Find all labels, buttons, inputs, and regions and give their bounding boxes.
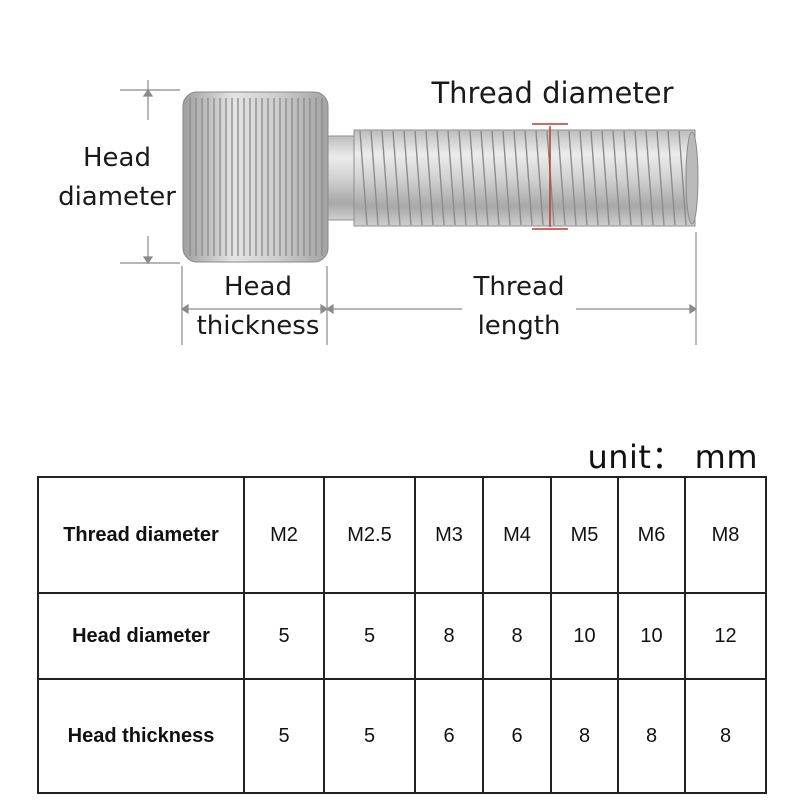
thread-groove <box>425 130 434 226</box>
thread-groove <box>502 130 511 226</box>
thumb-screw-diagram <box>120 80 699 345</box>
thread-groove <box>645 130 654 226</box>
thread-groove <box>381 130 390 226</box>
table-cell: 8 <box>617 678 686 794</box>
thread-diameter-marker <box>532 123 568 230</box>
thread-groove <box>469 130 478 226</box>
knurled-head <box>182 91 329 263</box>
table-cell: M2.5 <box>323 476 416 594</box>
thread-groove <box>370 130 379 226</box>
table-cell: 8 <box>414 592 484 680</box>
table-cell: M4 <box>482 476 552 594</box>
thread-groove <box>414 130 423 226</box>
head-diameter-label: Head diameter <box>52 139 182 217</box>
table-cell: 5 <box>323 592 416 680</box>
thread-groove <box>524 130 533 226</box>
thread-groove <box>579 130 588 226</box>
row-header: Thread diameter <box>37 476 245 594</box>
thread-groove <box>678 130 687 226</box>
thread-length-label-line1: Thread <box>473 272 565 302</box>
head-diameter-label-line1: Head <box>83 143 151 173</box>
thread-groove <box>568 130 577 226</box>
head-thickness-label: Head thickness <box>192 268 324 346</box>
thread-groove <box>513 130 522 226</box>
table-cell: 5 <box>243 592 325 680</box>
thread-groove <box>590 130 599 226</box>
thread-length-label-line2: length <box>477 311 561 341</box>
thread-groove <box>656 130 665 226</box>
thread-groove <box>601 130 610 226</box>
thread-grooves <box>359 130 687 226</box>
thread-groove <box>667 130 676 226</box>
screw-shank <box>325 129 699 227</box>
table-cell: M5 <box>550 476 619 594</box>
thread-groove <box>535 130 544 226</box>
table-cell: 8 <box>482 592 552 680</box>
row-header: Head diameter <box>37 592 245 680</box>
thread-groove <box>403 130 412 226</box>
table-cell: 10 <box>617 592 686 680</box>
thread-groove <box>392 130 401 226</box>
head-thickness-label-line2: thickness <box>196 311 320 341</box>
head-diameter-dimension <box>120 80 180 265</box>
table-cell: M2 <box>243 476 325 594</box>
table-cell: 8 <box>684 678 767 794</box>
thread-groove <box>436 130 445 226</box>
table-cell: 6 <box>482 678 552 794</box>
thread-groove <box>491 130 500 226</box>
thread-length-label: Thread length <box>462 268 576 346</box>
table-cell: 8 <box>550 678 619 794</box>
table-cell: M3 <box>414 476 484 594</box>
table-cell: M8 <box>684 476 767 594</box>
thread-groove <box>447 130 456 226</box>
thread-groove <box>557 130 566 226</box>
unit-label: unit： mm <box>587 438 758 476</box>
table-cell: 10 <box>550 592 619 680</box>
thread-groove <box>634 130 643 226</box>
table-cell: 12 <box>684 592 767 680</box>
table-cell: 5 <box>323 678 416 794</box>
head-diameter-label-line2: diameter <box>58 182 176 212</box>
thread-groove <box>623 130 632 226</box>
table-cell: 6 <box>414 678 484 794</box>
thread-groove <box>359 130 368 226</box>
thread-groove <box>458 130 467 226</box>
head-thickness-label-line1: Head <box>224 272 292 302</box>
thread-groove <box>480 130 489 226</box>
row-header: Head thickness <box>37 678 245 794</box>
table-cell: 5 <box>243 678 325 794</box>
knurl-grooves <box>189 98 323 256</box>
thread-diameter-label: Thread diameter <box>431 76 674 110</box>
table-cell: M6 <box>617 476 686 594</box>
thread-groove <box>612 130 621 226</box>
